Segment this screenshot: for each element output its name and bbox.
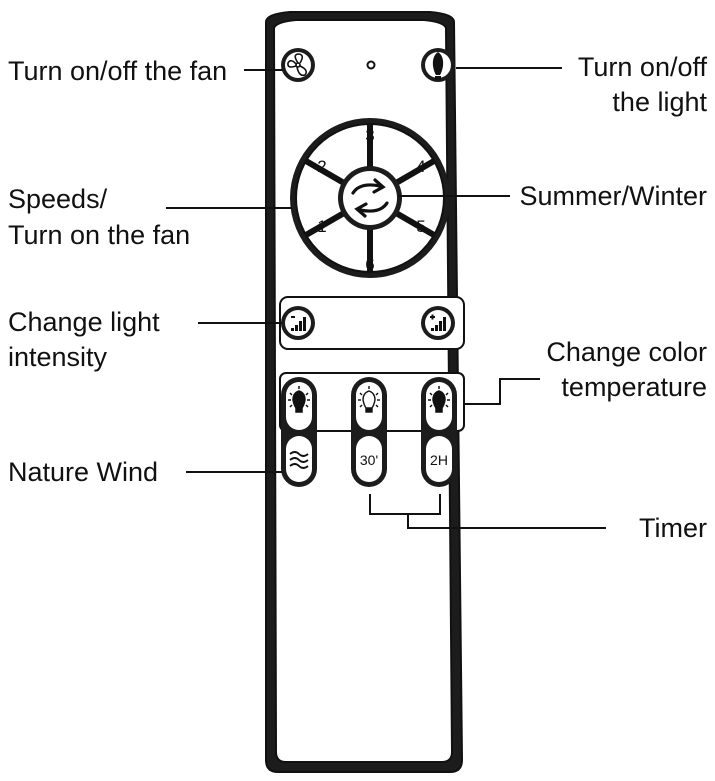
light-bright-icon (430, 314, 446, 331)
bulb-warm-button[interactable] (288, 386, 310, 413)
label-nature-wind: Nature Wind (8, 457, 158, 487)
callout-labels: Turn on/off the fan Turn on/off the ligh… (8, 52, 707, 543)
speed-1[interactable]: 1 (317, 217, 326, 236)
bulb-warm-icon (288, 386, 310, 413)
label-fan: Turn on/off the fan (8, 56, 227, 86)
speed-3[interactable]: 3 (365, 126, 374, 145)
speed-5[interactable]: 5 (416, 217, 425, 236)
light-dim-button[interactable] (281, 306, 315, 340)
speed-dial: 1 2 3 4 5 6 (290, 118, 450, 278)
speed-2[interactable]: 2 (317, 157, 326, 176)
bulb-neutral-button[interactable] (358, 386, 380, 413)
bulb-cool-icon (428, 386, 450, 413)
label-timer: Timer (639, 513, 707, 543)
speed-6[interactable]: 6 (365, 255, 374, 274)
light-dim-icon (291, 316, 306, 331)
speed-4[interactable]: 4 (416, 157, 425, 176)
label-intensity-1: Change light (8, 307, 160, 337)
light-bright-button[interactable] (421, 306, 455, 340)
label-light-2: the light (612, 87, 707, 117)
nature-wind-button[interactable] (289, 451, 309, 469)
bulb-neutral-icon (358, 386, 380, 413)
wind-icon (289, 451, 309, 469)
timer-30-button[interactable]: 30' (360, 452, 378, 468)
middle-pill-button (351, 377, 387, 487)
label-color-2: temperature (561, 372, 707, 402)
timer-2h-button[interactable]: 2H (430, 452, 448, 468)
label-summer-winter: Summer/Winter (519, 181, 707, 211)
leader-lines (166, 67, 606, 529)
fan-icon (287, 53, 307, 77)
label-color-1: Change color (546, 337, 707, 367)
bulb-cool-button[interactable] (428, 386, 450, 413)
light-bulb-icon (432, 52, 444, 80)
label-speeds-1: Speeds/ (8, 184, 108, 214)
swap-arrows-icon (351, 178, 389, 218)
fan-button[interactable] (281, 48, 315, 82)
label-intensity-2: intensity (8, 342, 108, 372)
led-indicator (366, 60, 376, 70)
light-button[interactable] (421, 48, 455, 82)
label-speeds-2: Turn on the fan (8, 220, 190, 250)
label-light-1: Turn on/off (578, 52, 708, 82)
